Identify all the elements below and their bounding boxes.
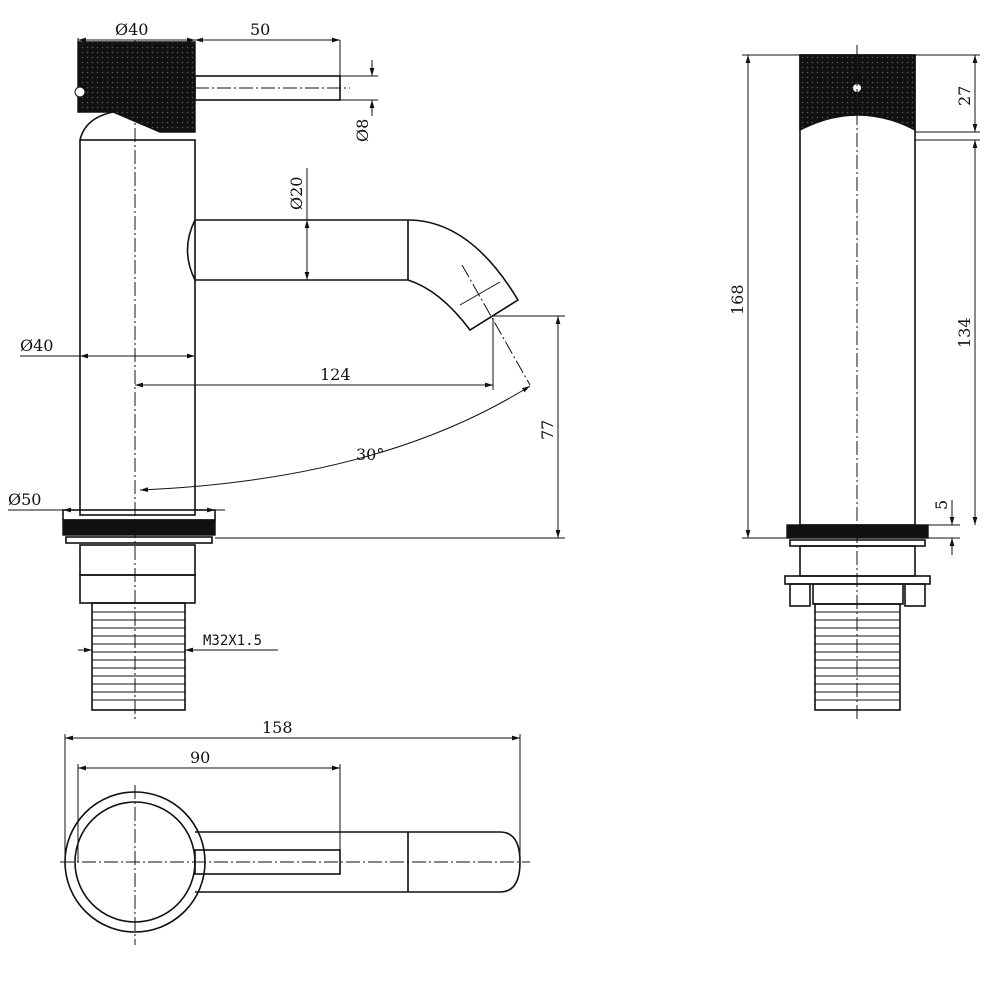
dim-base-diameter: Ø50 (8, 490, 41, 509)
dim-spout-angle: 30° (356, 445, 384, 464)
dim-lever-reach: 90 (190, 748, 210, 767)
front-thread-lines (815, 611, 900, 701)
side-view: Ø40 50 Ø8 Ø20 Ø40 124 30° 77 Ø50 M32X1.5 (8, 20, 565, 720)
dim-spout-reach: 124 (320, 365, 351, 384)
dim-body-height: 134 (955, 317, 974, 348)
dim-handle-diameter: Ø40 (115, 20, 148, 39)
body (79, 139, 196, 516)
dim-overall-height: 168 (728, 284, 747, 315)
dim-lever-length: 50 (250, 20, 270, 39)
dim-base-height: 5 (932, 500, 951, 510)
dim-overall-length: 158 (262, 718, 293, 737)
thread-lines (92, 611, 185, 701)
dim-handle-height: 27 (955, 86, 974, 106)
top-view: 158 90 (60, 718, 530, 945)
spout (186, 219, 520, 332)
front-view: 168 27 134 5 (728, 45, 980, 720)
dim-spout-diameter: Ø20 (287, 177, 306, 210)
dim-spout-height: 77 (538, 420, 557, 440)
dim-thread: M32X1.5 (203, 633, 262, 649)
dim-body-diameter: Ø40 (20, 336, 53, 355)
dim-lever-diameter: Ø8 (353, 119, 372, 142)
